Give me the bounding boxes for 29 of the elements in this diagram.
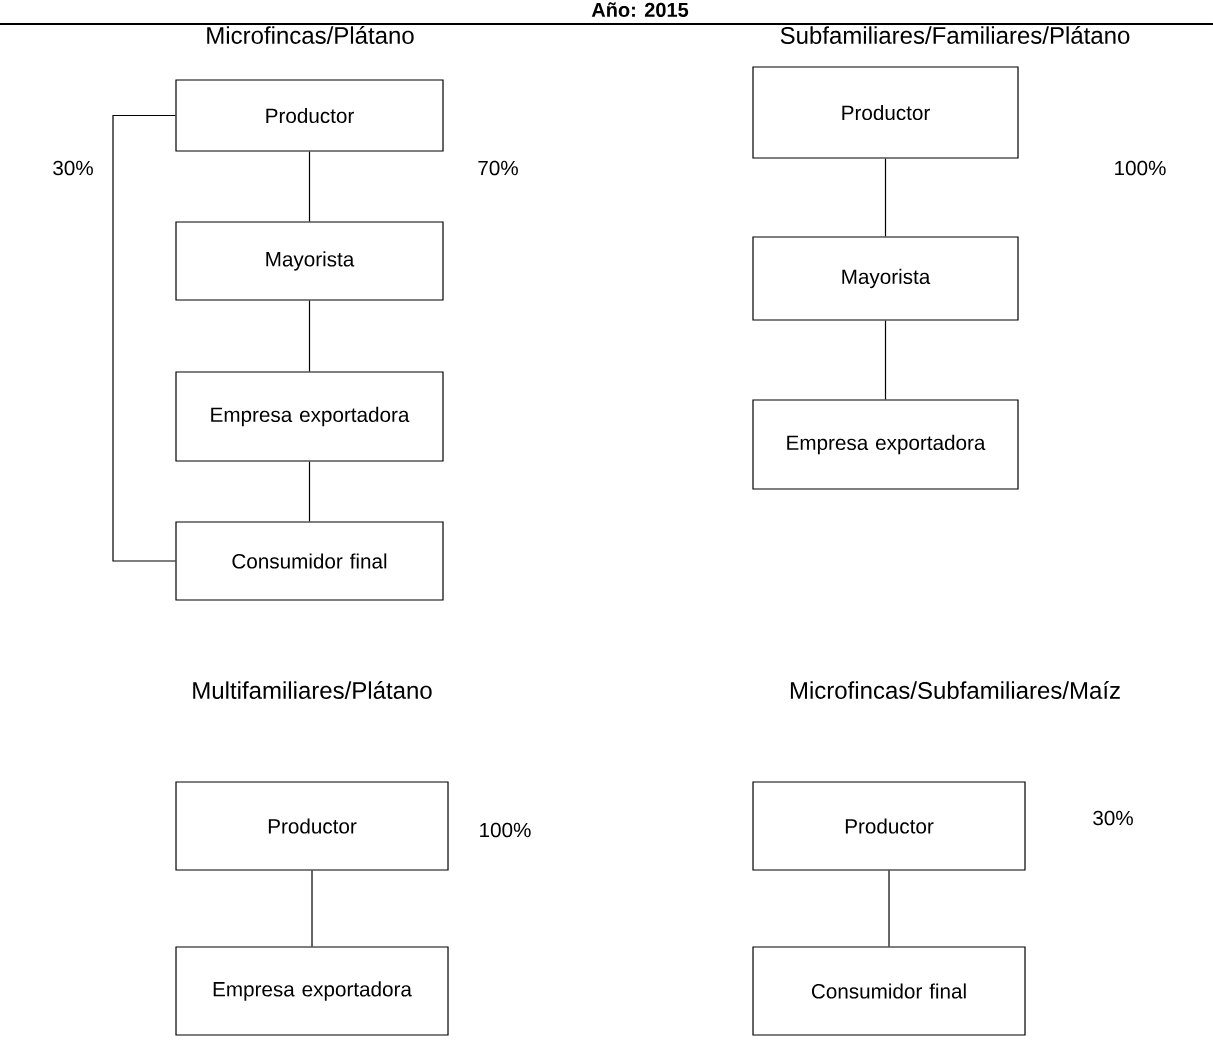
flow-box: Consumidor final — [752, 946, 1026, 1036]
section-heading: Microfincas/Plátano — [207, 26, 414, 44]
percentage-label: 30% — [53, 160, 93, 176]
title: Año: 2015 — [591, 2, 689, 17]
flow-box: Mayorista — [175, 221, 444, 301]
connector-line — [884, 320, 887, 400]
flow-box: Empresa exportadora — [752, 399, 1019, 490]
flow-box: Consumidor final — [175, 521, 444, 601]
flow-box: Empresa exportadora — [175, 946, 449, 1036]
flow-box: Productor — [752, 781, 1026, 871]
flow-box: Productor — [175, 781, 449, 871]
percentage-label: 30% — [1093, 810, 1133, 826]
section-heading: Microfincas/Subfamiliares/Maíz — [790, 681, 1120, 699]
connector-line — [308, 151, 311, 222]
section-heading: Subfamiliares/Familiares/Plátano — [780, 26, 1130, 44]
percentage-label: 100% — [1115, 160, 1166, 176]
flow-box: Mayorista — [752, 236, 1019, 321]
connector-line — [888, 870, 890, 947]
connector-line — [112, 114, 176, 562]
percentage-label: 100% — [480, 822, 531, 838]
connector-line — [311, 870, 313, 947]
connector-line — [308, 461, 311, 522]
flow-box: Productor — [175, 79, 444, 152]
section-heading: Multifamiliares/Plátano — [193, 681, 432, 699]
connector-line — [308, 300, 311, 372]
flow-box: Productor — [752, 66, 1019, 159]
percentage-label: 70% — [478, 160, 518, 176]
connector-line — [884, 158, 887, 237]
flow-box: Empresa exportadora — [175, 371, 444, 462]
